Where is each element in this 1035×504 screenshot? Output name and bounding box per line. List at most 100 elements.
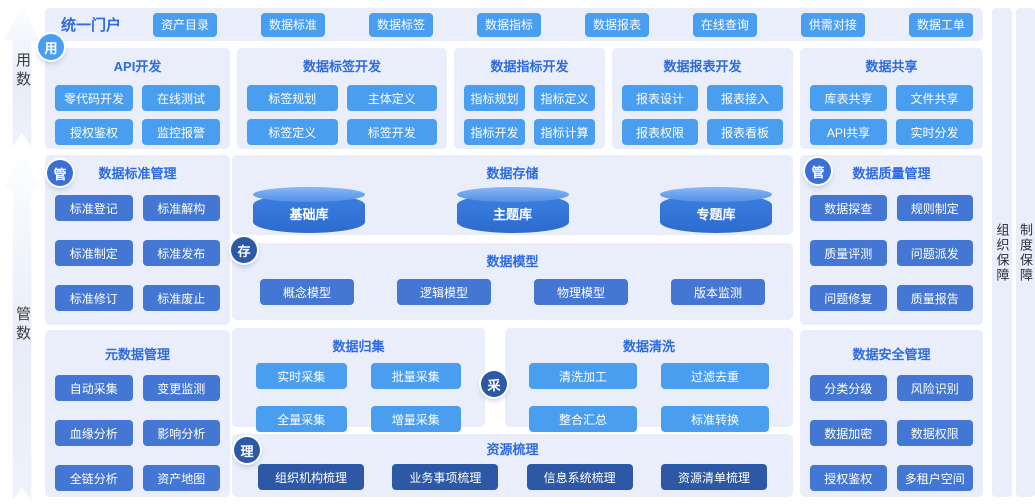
chip-data-encrypt[interactable]: 数据加密 [810, 420, 887, 446]
chip-tag-plan[interactable]: 标签规划 [247, 85, 338, 111]
chip-filter-dedupe[interactable]: 过滤去重 [661, 363, 769, 389]
chip-impact-analysis[interactable]: 影响分析 [142, 420, 220, 446]
chip-file-share[interactable]: 文件共享 [896, 85, 973, 111]
chip-metric-dev[interactable]: 指标开发 [464, 119, 525, 145]
panel-data-cleaning: 数据清洗 清洗加工 过滤去重 整合汇总 标准转换 [505, 328, 793, 432]
section-title: 数据指标开发 [490, 59, 569, 74]
chip-grid: 清洗加工 过滤去重 整合汇总 标准转换 [529, 363, 769, 432]
chip-table-share[interactable]: 库表共享 [810, 85, 887, 111]
portal-item-data-tag[interactable]: 数据标签 [368, 12, 433, 37]
portal-item-online-query[interactable]: 在线查询 [692, 12, 757, 37]
chip-standard-register[interactable]: 标准登记 [55, 195, 133, 221]
chip-change-monitor[interactable]: 变更监测 [142, 375, 220, 401]
chip-standard-deconstruct[interactable]: 标准解构 [142, 195, 220, 221]
chip-physical-model[interactable]: 物理模型 [534, 279, 628, 305]
chip-metric-define[interactable]: 指标定义 [534, 85, 595, 111]
chip-risk-identify[interactable]: 风险识别 [896, 375, 973, 401]
cylinder-label: 基础库 [289, 207, 329, 222]
chip-logic-model[interactable]: 逻辑模型 [397, 279, 491, 305]
panel-report-dev: 数据报表开发 报表设计 报表接入 报表权限 报表看板 [612, 48, 793, 149]
portal-item-data-ticket[interactable]: 数据工单 [908, 12, 973, 37]
section-title: 数据标准管理 [98, 166, 177, 181]
chip-standard-abolish[interactable]: 标准废止 [142, 285, 220, 311]
strip-organization-guarantee: 组织保障 [992, 8, 1012, 497]
chip-standard-convert[interactable]: 标准转换 [661, 406, 769, 432]
chip-metric-calc[interactable]: 指标计算 [534, 119, 595, 145]
chip-integrate-summarize[interactable]: 整合汇总 [529, 406, 637, 432]
portal-item-data-report[interactable]: 数据报表 [584, 12, 649, 37]
chip-tag-dev[interactable]: 标签开发 [346, 119, 437, 145]
chip-subject-define[interactable]: 主体定义 [346, 85, 437, 111]
chip-auto-collect[interactable]: 自动采集 [55, 375, 133, 401]
chip-report-access[interactable]: 报表接入 [707, 85, 783, 111]
chip-full-collect[interactable]: 全量采集 [256, 406, 347, 432]
portal-item-supply-demand[interactable]: 供需对接 [800, 12, 865, 37]
panel-standard-mgmt: 数据标准管理 标准登记 标准解构 标准制定 标准发布 标准修订 标准废止 [45, 155, 230, 325]
chip-monitor-alert[interactable]: 监控报警 [142, 119, 220, 145]
section-title: 数据安全管理 [852, 347, 931, 362]
chip-row: 概念模型 逻辑模型 物理模型 版本监测 [232, 279, 793, 305]
chip-grid: 标签规划 主体定义 标签定义 标签开发 [247, 85, 437, 145]
chip-grid: 实时采集 批量采集 全量采集 增量采集 [256, 363, 461, 432]
section-title: 数据模型 [486, 254, 539, 269]
database-cylinder-special[interactable]: 专题库 [660, 187, 772, 233]
chip-api-share[interactable]: API共享 [810, 119, 887, 145]
chip-standard-revise[interactable]: 标准修订 [55, 285, 133, 311]
chip-incremental-collect[interactable]: 增量采集 [370, 406, 461, 432]
chip-report-permission[interactable]: 报表权限 [622, 119, 698, 145]
chip-data-probe[interactable]: 数据探查 [810, 195, 887, 221]
panel-data-storage: 数据存储 基础库 主题库 专题库 [232, 155, 793, 235]
chip-business-item-sort[interactable]: 业务事项梳理 [392, 464, 499, 490]
chip-info-system-sort[interactable]: 信息系统梳理 [526, 464, 633, 490]
portal-item-data-metric[interactable]: 数据指标 [476, 12, 541, 37]
chip-realtime-dispatch[interactable]: 实时分发 [896, 119, 973, 145]
chip-grid: 自动采集 变更监测 血缘分析 影响分析 全链分析 资产地图 [55, 375, 220, 491]
chip-auth-verify[interactable]: 授权鉴权 [810, 465, 887, 491]
chip-batch-collect[interactable]: 批量采集 [370, 363, 461, 389]
chip-data-permission[interactable]: 数据权限 [896, 420, 973, 446]
chip-asset-map[interactable]: 资产地图 [142, 465, 220, 491]
chip-grid: 数据探查 规则制定 质量评测 问题派发 问题修复 质量报告 [810, 195, 973, 311]
section-title: 数据存储 [486, 166, 539, 181]
chip-tag-define[interactable]: 标签定义 [247, 119, 338, 145]
chip-clean-process[interactable]: 清洗加工 [529, 363, 637, 389]
chip-org-structure-sort[interactable]: 组织机构梳理 [258, 464, 364, 490]
cylinder-label: 主题库 [492, 207, 532, 222]
chip-auth[interactable]: 授权鉴权 [55, 119, 133, 145]
chip-report-board[interactable]: 报表看板 [707, 119, 783, 145]
chip-full-chain-analysis[interactable]: 全链分析 [55, 465, 133, 491]
portal-item-data-standard[interactable]: 数据标准 [261, 12, 325, 37]
chip-metric-plan[interactable]: 指标规划 [464, 85, 525, 111]
chip-quality-evaluate[interactable]: 质量评测 [810, 240, 887, 266]
cylinder-top [456, 187, 569, 202]
cylinder-row: 基础库 主题库 专题库 [232, 187, 793, 233]
panel-security-mgmt: 数据安全管理 分类分级 风险识别 数据加密 数据权限 授权鉴权 多租户空间 [800, 330, 983, 497]
strip-label: 组织保障 [994, 222, 1010, 283]
strip-label: 制度保障 [1018, 222, 1033, 283]
badge-govern2-icon: 管 [805, 158, 831, 184]
chip-online-test[interactable]: 在线测试 [142, 85, 220, 111]
database-cylinder-theme[interactable]: 主题库 [456, 187, 569, 233]
chip-rule-formulate[interactable]: 规则制定 [896, 195, 973, 221]
chip-lineage-analysis[interactable]: 血缘分析 [55, 420, 133, 446]
chip-standard-publish[interactable]: 标准发布 [142, 240, 220, 266]
cylinder-top [660, 187, 772, 202]
panel-data-share: 数据共享 库表共享 文件共享 API共享 实时分发 [800, 48, 983, 149]
chip-resource-list-sort[interactable]: 资源清单梳理 [660, 464, 767, 490]
chip-issue-repair[interactable]: 问题修复 [810, 285, 887, 311]
panel-api-dev: API开发 零代码开发 在线测试 授权鉴权 监控报警 [45, 48, 230, 149]
chip-issue-dispatch[interactable]: 问题派发 [896, 240, 973, 266]
chip-classify-grade[interactable]: 分类分级 [810, 375, 887, 401]
chip-quality-report[interactable]: 质量报告 [896, 285, 973, 311]
chip-version-monitor[interactable]: 版本监测 [671, 279, 765, 305]
portal-title: 统一门户 [61, 17, 122, 34]
chip-realtime-collect[interactable]: 实时采集 [256, 363, 347, 389]
chip-multi-tenant[interactable]: 多租户空间 [896, 465, 973, 491]
chip-standard-formulate[interactable]: 标准制定 [55, 240, 133, 266]
chip-zero-code-dev[interactable]: 零代码开发 [55, 85, 133, 111]
chip-grid: 库表共享 文件共享 API共享 实时分发 [810, 85, 973, 145]
chip-concept-model[interactable]: 概念模型 [260, 279, 354, 305]
chip-report-design[interactable]: 报表设计 [622, 85, 698, 111]
portal-item-asset-catalog[interactable]: 资产目录 [153, 12, 218, 37]
database-cylinder-base[interactable]: 基础库 [253, 187, 365, 233]
